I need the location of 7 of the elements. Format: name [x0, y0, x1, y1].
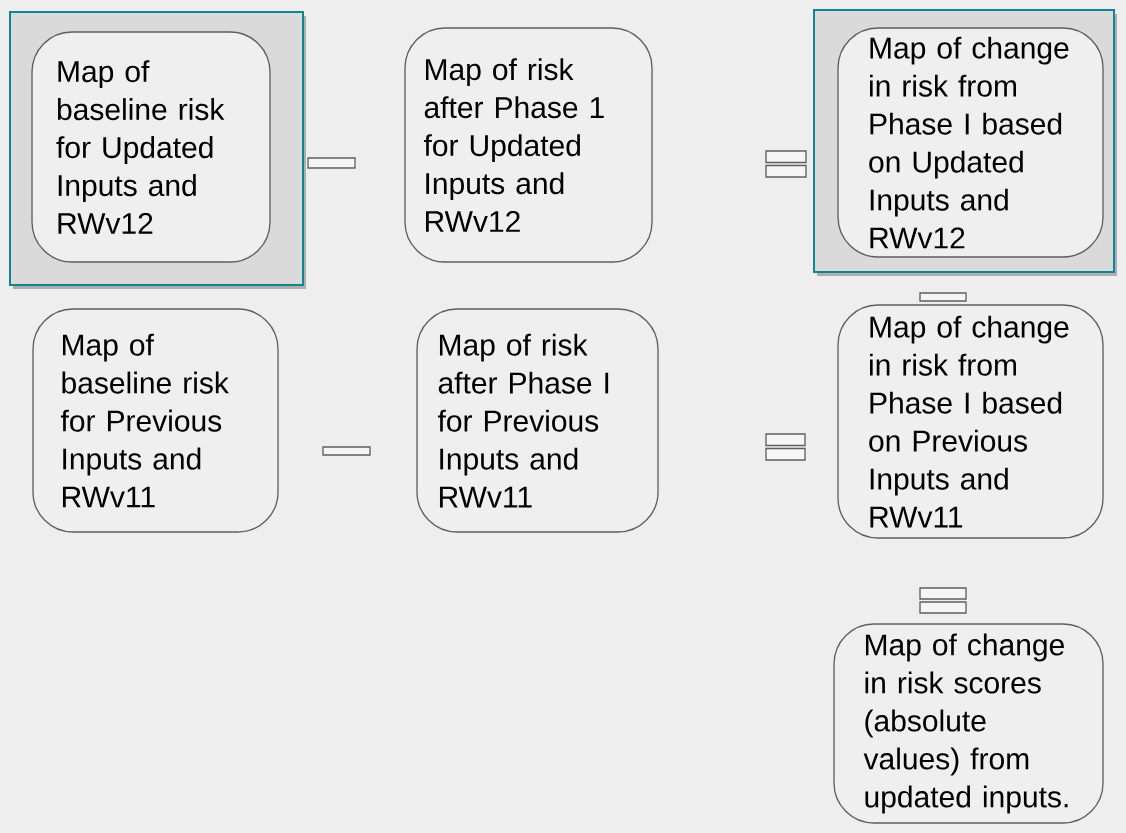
rounded-text-box: Map of baseline risk for Previous Inputs and RWv11 — [32, 308, 279, 533]
rounded-text-box: Map of change in risk scores (absolute values) from updated inputs. — [833, 623, 1104, 824]
rounded-text-box: Map of change in risk from Phase I based on Updated Inputs and RWv12 — [837, 27, 1104, 258]
rounded-text-box: Map of change in risk from Phase I based on Previous Inputs and RWv11 — [837, 304, 1104, 539]
rounded-text-box: Map of baseline risk for Updated Inputs and RWv12 — [31, 31, 271, 263]
rounded-text-box: Map of risk after Phase 1 for Updated Inputs and RWv12 — [404, 27, 653, 263]
rounded-text-box: Map of risk after Phase I for Previous Inputs and RWv11 — [416, 308, 659, 533]
